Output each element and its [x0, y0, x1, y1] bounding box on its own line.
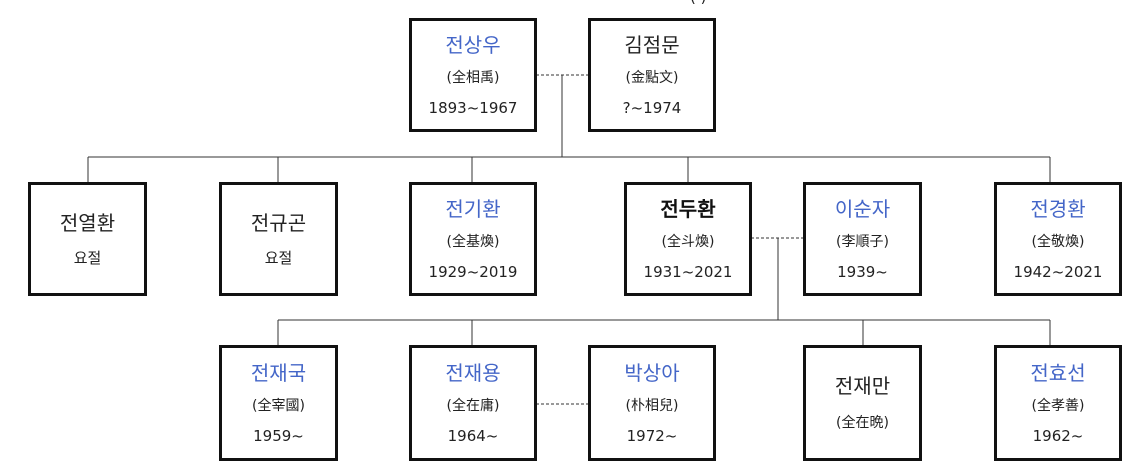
person-name: 전재용: [445, 360, 501, 385]
person-name: 전기환: [445, 196, 501, 221]
person-hanja: (全敬煥): [1031, 233, 1085, 250]
person-hanja: (金點文): [625, 69, 679, 86]
person-hanja: (李順子): [836, 233, 889, 250]
person-box-jeommun: 김점문 (金點文) ?~1974: [588, 18, 716, 132]
person-hanja: (全孝善): [1031, 397, 1085, 414]
person-hanja: (全相禹): [446, 69, 500, 86]
person-years: 1959~: [253, 426, 304, 445]
person-box-doohwan: 전두환 (全斗煥) 1931~2021: [624, 182, 752, 296]
person-name: 전두환: [660, 196, 716, 221]
person-name: 전규곤: [250, 210, 307, 235]
person-box-soonja: 이순자 (李順子) 1939~: [803, 182, 922, 296]
person-box-gyugon: 전규곤 요절: [219, 182, 338, 296]
person-name: 전경환: [1030, 196, 1086, 221]
person-box-jaeguk: 전재국 (全宰國) 1959~: [219, 345, 338, 461]
person-box-sanga: 박상아 (朴相兒) 1972~: [588, 345, 716, 461]
person-name: 김점문: [624, 32, 680, 57]
person-years: 1939~: [837, 262, 888, 281]
person-years: 1931~2021: [643, 262, 733, 281]
person-hanja: (全在庸): [446, 397, 500, 414]
person-hanja: (全宰國): [252, 397, 305, 414]
person-note: 요절: [73, 248, 102, 267]
person-box-gihwan: 전기환 (全基煥) 1929~2019: [409, 182, 537, 296]
person-years: 1929~2019: [428, 262, 518, 281]
person-name: 이순자: [834, 196, 891, 221]
person-box-gyeonghwan: 전경환 (全敬煥) 1942~2021: [994, 182, 1122, 296]
person-note: 요절: [264, 248, 293, 267]
person-name: 전열환: [59, 210, 116, 235]
person-hanja: (全斗煥): [661, 233, 715, 250]
person-box-yeolhwan: 전열환 요절: [28, 182, 147, 296]
person-box-jaeyong: 전재용 (全在庸) 1964~: [409, 345, 537, 461]
person-box-sangwoo: 전상우 (全相禹) 1893~1967: [409, 18, 537, 132]
person-years: 1964~: [447, 426, 499, 445]
header-fragment: ( ): [690, 0, 706, 6]
person-name: 박상아: [624, 360, 680, 385]
person-hanja: (朴相兒): [625, 397, 679, 414]
person-hanja: (全基煥): [446, 233, 500, 250]
person-years: 1942~2021: [1013, 262, 1103, 281]
person-name: 전재만: [834, 374, 891, 398]
person-years: 1962~: [1032, 426, 1084, 445]
person-years: 1972~: [626, 426, 678, 445]
person-years: 1893~1967: [428, 98, 518, 117]
person-box-hyoseon: 전효선 (全孝善) 1962~: [994, 345, 1122, 461]
person-name: 전재국: [250, 360, 307, 385]
person-hanja: (全在晩): [836, 415, 889, 431]
person-name: 전상우: [445, 32, 501, 57]
person-name: 전효선: [1030, 360, 1086, 385]
person-years: ?~1974: [622, 98, 682, 117]
person-box-jaeman: 전재만 (全在晩): [803, 345, 922, 461]
